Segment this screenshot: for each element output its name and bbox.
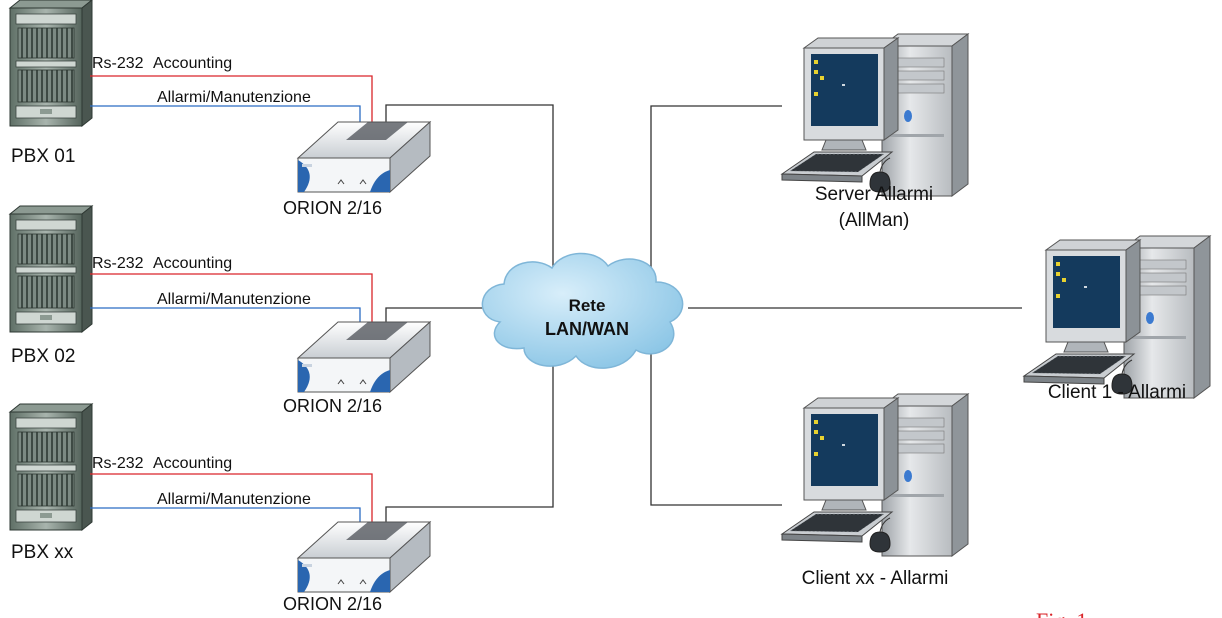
alarm-line [90, 307, 361, 324]
accounting-line [90, 273, 373, 324]
pbx-rack-icon [9, 403, 93, 531]
figure-caption: Fig. 1 [1036, 608, 1087, 618]
orion-label: ORION 2/16 [283, 396, 382, 416]
server-lan-link [650, 105, 782, 268]
pbx-label: PBX 02 [11, 346, 75, 367]
client-1-label: Client 1 - Allarmi [1048, 382, 1186, 403]
network-line2: LAN/WAN [545, 319, 629, 339]
accounting-label: Accounting [153, 55, 232, 72]
rs232-label: Rs-232 [92, 55, 144, 72]
network-line1: Rete [569, 296, 606, 315]
accounting-label: Accounting [153, 455, 232, 472]
orion-device-icon [297, 121, 431, 193]
orion-device-icon [297, 521, 431, 593]
pbx-rack-icon [9, 205, 93, 333]
orion-1-lan-link [385, 104, 554, 300]
pbx-group-1: Rs-232 Accounting Allarmi/Manutenzione P… [9, 0, 431, 218]
cloud-icon [481, 252, 684, 369]
desktop-computer-icon [781, 33, 969, 197]
orion-2-lan-link [385, 307, 492, 325]
server-allarmi: Server Allarmi (AllMan) [781, 33, 969, 231]
lan-wiring [385, 104, 1022, 525]
pbx-rack-icon [9, 0, 93, 127]
accounting-label: Accounting [153, 255, 232, 272]
rs232-label: Rs-232 [92, 455, 144, 472]
accounting-line [90, 473, 373, 524]
pbx-label: PBX xx [11, 542, 74, 563]
orion-device-icon [297, 321, 431, 393]
client-xx-allarmi: Client xx - Allarmi [781, 393, 969, 589]
alarm-maintenance-label: Allarmi/Manutenzione [157, 491, 311, 508]
orion-3-lan-link [385, 352, 554, 525]
alarm-maintenance-label: Allarmi/Manutenzione [157, 89, 311, 106]
client-xx-lan-link [650, 348, 782, 506]
orion-label: ORION 2/16 [283, 594, 382, 614]
desktop-computer-icon [1023, 235, 1211, 399]
alarm-maintenance-label: Allarmi/Manutenzione [157, 291, 311, 308]
client-xx-label: Client xx - Allarmi [802, 568, 949, 589]
alarm-line [90, 105, 361, 124]
pbx-label: PBX 01 [11, 146, 75, 167]
pbx-group-3: Rs-232 Accounting Allarmi/Manutenzione P… [9, 403, 431, 614]
pbx-group-2: Rs-232 Accounting Allarmi/Manutenzione P… [9, 205, 431, 416]
rs232-label: Rs-232 [92, 255, 144, 272]
client-1-allarmi: Client 1 - Allarmi [1023, 235, 1211, 403]
server-label-line1: Server Allarmi [815, 184, 933, 205]
alarm-line [90, 507, 361, 524]
orion-label: ORION 2/16 [283, 198, 382, 218]
desktop-computer-icon [781, 393, 969, 557]
lan-wan-cloud: Rete LAN/WAN [481, 252, 684, 369]
accounting-line [90, 75, 373, 124]
server-label-line2: (AllMan) [839, 210, 910, 231]
